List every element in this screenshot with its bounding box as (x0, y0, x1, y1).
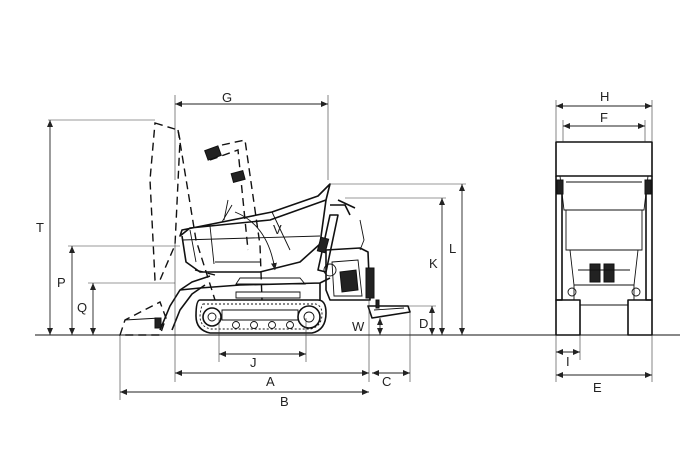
bucket-lowered (119, 301, 167, 336)
label-k: K (429, 256, 438, 271)
label-p: P (57, 275, 66, 290)
side-view (47, 95, 466, 400)
tilt-angle-arc (234, 211, 277, 271)
label-w: W (352, 319, 365, 334)
label-j: J (250, 355, 257, 370)
label-q: Q (77, 300, 87, 315)
label-c: C (382, 374, 391, 389)
chassis (179, 277, 331, 300)
label-g: G (222, 90, 232, 105)
label-b: B (280, 394, 289, 409)
label-t: T (36, 220, 44, 235)
label-h: H (600, 89, 609, 104)
label-d: D (419, 316, 428, 331)
engine-housing (323, 219, 375, 301)
front-view (555, 100, 653, 382)
hydraulic-cylinder (317, 214, 339, 273)
label-f: F (600, 110, 608, 125)
label-l: L (449, 241, 456, 256)
label-e: E (593, 380, 602, 395)
label-i: I (566, 354, 570, 369)
dimension-labels: G T P Q V K L D W J A C B H F I E (36, 89, 609, 409)
raised-dumper-outline (149, 122, 263, 301)
label-v: V (273, 222, 282, 237)
track-assembly (195, 299, 327, 334)
front-dimensions (555, 100, 653, 382)
label-a: A (266, 374, 275, 389)
side-dimensions (47, 95, 466, 400)
boom-arm (159, 275, 211, 331)
